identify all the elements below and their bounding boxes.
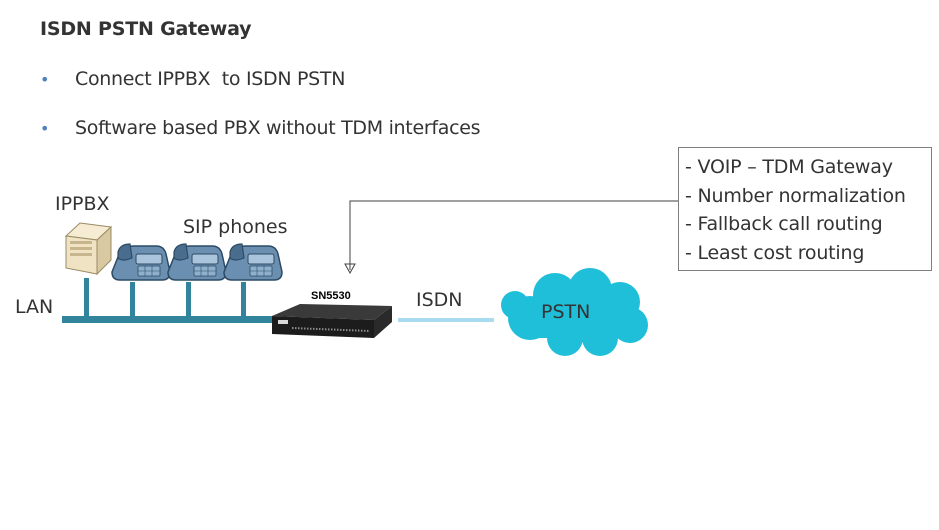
- bullet-item-2: • Software based PBX without TDM interfac…: [40, 117, 481, 139]
- desk-phone-icon: [111, 243, 171, 281]
- pstn-label: PSTN: [541, 301, 591, 323]
- features-callout-box: - VOIP – TDM Gateway - Number normalizat…: [678, 147, 932, 271]
- desk-phone-icon: [223, 243, 283, 281]
- feature-item: - Number normalization: [685, 184, 906, 207]
- feature-item: - Fallback call routing: [685, 213, 883, 236]
- bullet-text-1: Connect IPPBX to ISDN PSTN: [75, 68, 346, 90]
- server-tower-icon: [64, 222, 113, 276]
- isdn-link: [398, 318, 494, 322]
- bullet-item-1: • Connect IPPBX to ISDN PSTN: [40, 68, 345, 90]
- cloud-icon: [501, 268, 648, 356]
- isdn-label: ISDN: [416, 289, 463, 311]
- feature-item: - Least cost routing: [685, 241, 865, 264]
- callout-arrowhead-icon: [344, 263, 356, 275]
- sip-phones-label: SIP phones: [183, 216, 288, 238]
- feature-item: - VOIP – TDM Gateway: [685, 156, 893, 178]
- bullet-dot-icon: •: [40, 119, 50, 138]
- page-title: ISDN PSTN Gateway: [40, 18, 252, 40]
- callout-connector: [349, 200, 678, 270]
- gateway-device-icon: [272, 304, 392, 338]
- ippbx-label: IPPBX: [55, 193, 110, 215]
- bullet-text-2: Software based PBX without TDM interface…: [75, 117, 481, 139]
- lan-label: LAN: [15, 296, 54, 318]
- lan-drop-phone-3: [241, 282, 246, 318]
- bullet-dot-icon: •: [40, 70, 50, 89]
- device-model-label: SN5530: [311, 290, 351, 302]
- lan-drop-phone-1: [130, 282, 135, 318]
- lan-bus: [62, 316, 272, 323]
- desk-phone-icon: [167, 243, 227, 281]
- lan-drop-pbx: [84, 278, 89, 318]
- lan-drop-phone-2: [186, 282, 191, 318]
